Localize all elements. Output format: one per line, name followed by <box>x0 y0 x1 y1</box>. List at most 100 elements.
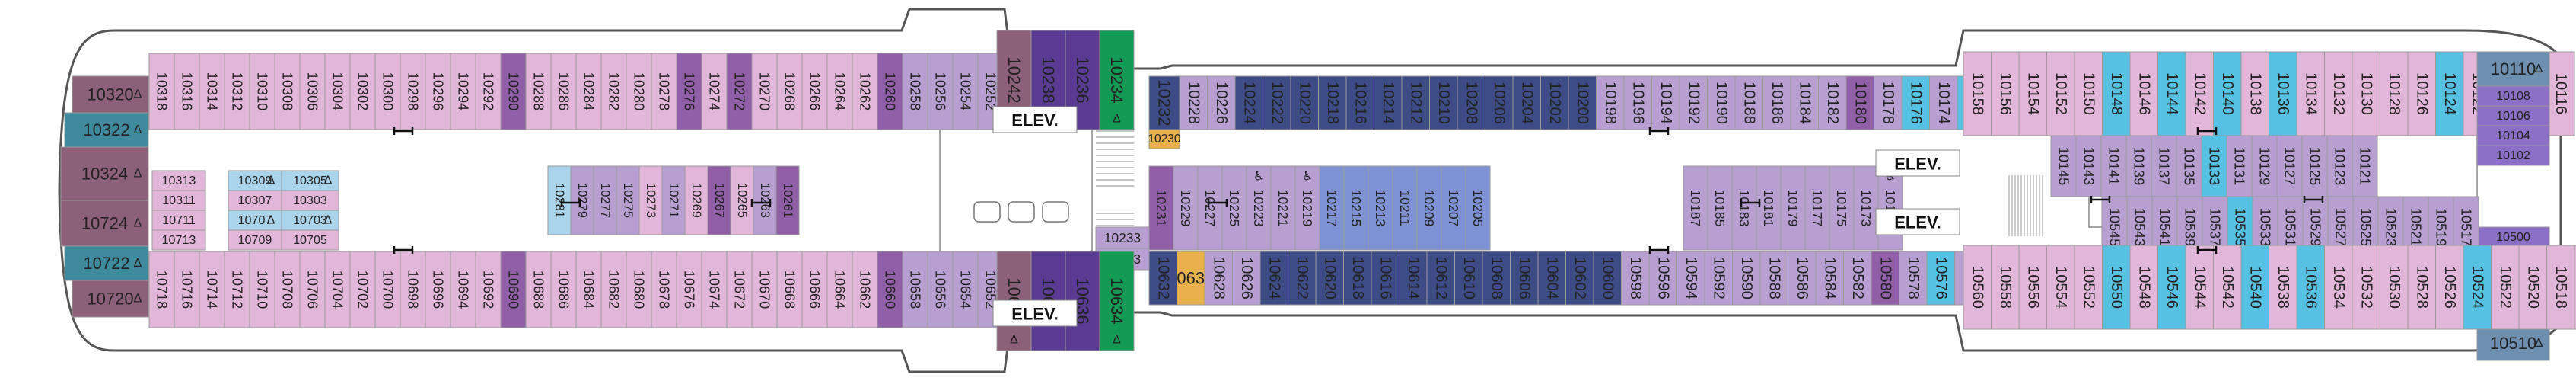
cabin-10175[interactable]: 10175 <box>1829 165 1855 251</box>
cabin-10266[interactable]: 10266 <box>801 53 828 130</box>
cabin-10682[interactable]: 10682 <box>600 251 627 328</box>
cabin-10148[interactable]: 10148 <box>2102 51 2131 136</box>
cabin-10219[interactable]: 10219♿ <box>1294 165 1320 251</box>
cabin-10116[interactable]: 10116 <box>2546 51 2575 136</box>
cabin-10676[interactable]: 10676 <box>676 251 702 328</box>
cabin-10674[interactable]: 10674 <box>701 251 728 328</box>
cabin-10602[interactable]: 10602 <box>1565 251 1594 306</box>
cabin-10185[interactable]: 10185 <box>1707 165 1733 251</box>
cabin-10181[interactable]: 10181 <box>1756 165 1782 251</box>
cabin-10626[interactable]: 10626 <box>1232 251 1261 306</box>
cabin-10632[interactable]: 10632 <box>1148 251 1177 306</box>
cabin-10211[interactable]: 10211 <box>1392 165 1418 251</box>
cabin-10272[interactable]: 10272 <box>726 53 753 130</box>
cabin-10183[interactable]: 10183 <box>1731 165 1757 251</box>
cabin-10146[interactable]: 10146 <box>2129 51 2158 136</box>
cabin-10256[interactable]: 10256 <box>927 53 954 130</box>
cabin-10131[interactable]: 10131 <box>2226 135 2253 197</box>
cabin-10202[interactable]: 10202 <box>1540 75 1569 130</box>
cabin-10304[interactable]: 10304 <box>324 53 351 130</box>
cabin-10704[interactable]: 10704 <box>324 251 351 328</box>
cabin-10538[interactable]: 10538 <box>2269 245 2297 330</box>
cabin-10217[interactable]: 10217 <box>1319 165 1345 251</box>
cabin-10229[interactable]: 10229 <box>1173 165 1199 251</box>
cabin-10224[interactable]: 10224 <box>1234 75 1263 130</box>
cabin-10612[interactable]: 10612 <box>1426 251 1455 306</box>
cabin-10709[interactable]: 10709 <box>228 229 282 251</box>
cabin-10670[interactable]: 10670 <box>751 251 778 328</box>
cabin-10187[interactable]: 10187 <box>1683 165 1708 251</box>
cabin-10706[interactable]: 10706 <box>299 251 326 328</box>
cabin-10177[interactable]: 10177 <box>1804 165 1830 251</box>
cabin-10200[interactable]: 10200 <box>1568 75 1597 130</box>
cabin-10228[interactable]: 10228 <box>1179 75 1208 130</box>
cabin-10269[interactable]: 10269 <box>684 165 708 235</box>
cabin-10714[interactable]: 10714 <box>199 251 225 328</box>
cabin-10688[interactable]: 10688 <box>525 251 552 328</box>
cabin-10700[interactable]: 10700 <box>374 251 401 328</box>
cabin-10144[interactable]: 10144 <box>2157 51 2186 136</box>
cabin-10302[interactable]: 10302 <box>349 53 376 130</box>
cabin-10150[interactable]: 10150 <box>2074 51 2103 136</box>
cabin-10136[interactable]: 10136 <box>2269 51 2297 136</box>
cabin-10608[interactable]: 10608 <box>1482 251 1511 306</box>
cabin-10232[interactable]: 10232 <box>1148 75 1180 130</box>
cabin-10218[interactable]: 10218 <box>1318 75 1347 130</box>
cabin-10294[interactable]: 10294 <box>450 53 476 130</box>
cabin-10711[interactable]: 10711 <box>151 210 206 231</box>
cabin-10314[interactable]: 10314 <box>199 53 225 130</box>
cabin-10276[interactable]: 10276 <box>676 53 702 130</box>
cabin-10532[interactable]: 10532 <box>2352 245 2380 330</box>
cabin-10662[interactable]: 10662 <box>852 251 878 328</box>
cabin-10534[interactable]: 10534 <box>2324 245 2353 330</box>
cabin-10716[interactable]: 10716 <box>174 251 200 328</box>
cabin-10273[interactable]: 10273 <box>638 165 663 235</box>
cabin-10143[interactable]: 10143 <box>2075 135 2102 197</box>
cabin-10524[interactable]: 10524 <box>2463 245 2492 330</box>
cabin-10154[interactable]: 10154 <box>2018 51 2047 136</box>
cabin-10318[interactable]: 10318 <box>148 53 175 130</box>
cabin-10227[interactable]: 10227 <box>1197 165 1223 251</box>
cabin-10692[interactable]: 10692 <box>475 251 502 328</box>
cabin-10178[interactable]: 10178 <box>1874 75 1903 130</box>
cabin-10517[interactable]: 10517 <box>2453 196 2479 258</box>
cabin-10312[interactable]: 10312 <box>224 53 250 130</box>
cabin-10121[interactable]: 10121 <box>2352 135 2378 197</box>
cabin-10208[interactable]: 10208 <box>1457 75 1485 130</box>
cabin-10128[interactable]: 10128 <box>2380 51 2409 136</box>
cabin-10284[interactable]: 10284 <box>575 53 602 130</box>
cabin-10526[interactable]: 10526 <box>2435 245 2464 330</box>
cabin-10556[interactable]: 10556 <box>2018 245 2047 330</box>
cabin-10282[interactable]: 10282 <box>600 53 627 130</box>
cabin-10194[interactable]: 10194 <box>1651 75 1680 130</box>
cabin-10140[interactable]: 10140 <box>2213 51 2242 136</box>
cabin-10500[interactable]: 10500 <box>2476 226 2550 248</box>
cabin-10594[interactable]: 10594 <box>1676 251 1705 306</box>
cabin-10126[interactable]: 10126 <box>2407 51 2436 136</box>
cabin-10672[interactable]: 10672 <box>726 251 753 328</box>
cabin-10660[interactable]: 10660 <box>877 251 903 328</box>
cabin-10268[interactable]: 10268 <box>776 53 803 130</box>
cabin-10184[interactable]: 10184 <box>1790 75 1819 130</box>
cabin-10628[interactable]: 10628 <box>1204 251 1233 306</box>
cabin-10668[interactable]: 10668 <box>776 251 803 328</box>
cabin-10686[interactable]: 10686 <box>550 251 577 328</box>
cabin-10708[interactable]: 10708 <box>274 251 301 328</box>
cabin-10281[interactable]: 10281 <box>547 165 572 235</box>
cabin-10678[interactable]: 10678 <box>651 251 677 328</box>
cabin-10279[interactable]: 10279 <box>570 165 594 235</box>
cabin-10260[interactable]: 10260 <box>877 53 903 130</box>
cabin-10522[interactable]: 10522 <box>2491 245 2520 330</box>
cabin-10176[interactable]: 10176 <box>1901 75 1930 130</box>
cabin-10133[interactable]: 10133 <box>2201 135 2227 197</box>
cabin-10536[interactable]: 10536 <box>2296 245 2325 330</box>
cabin-10658[interactable]: 10658 <box>902 251 928 328</box>
cabin-10680[interactable]: 10680 <box>626 251 652 328</box>
